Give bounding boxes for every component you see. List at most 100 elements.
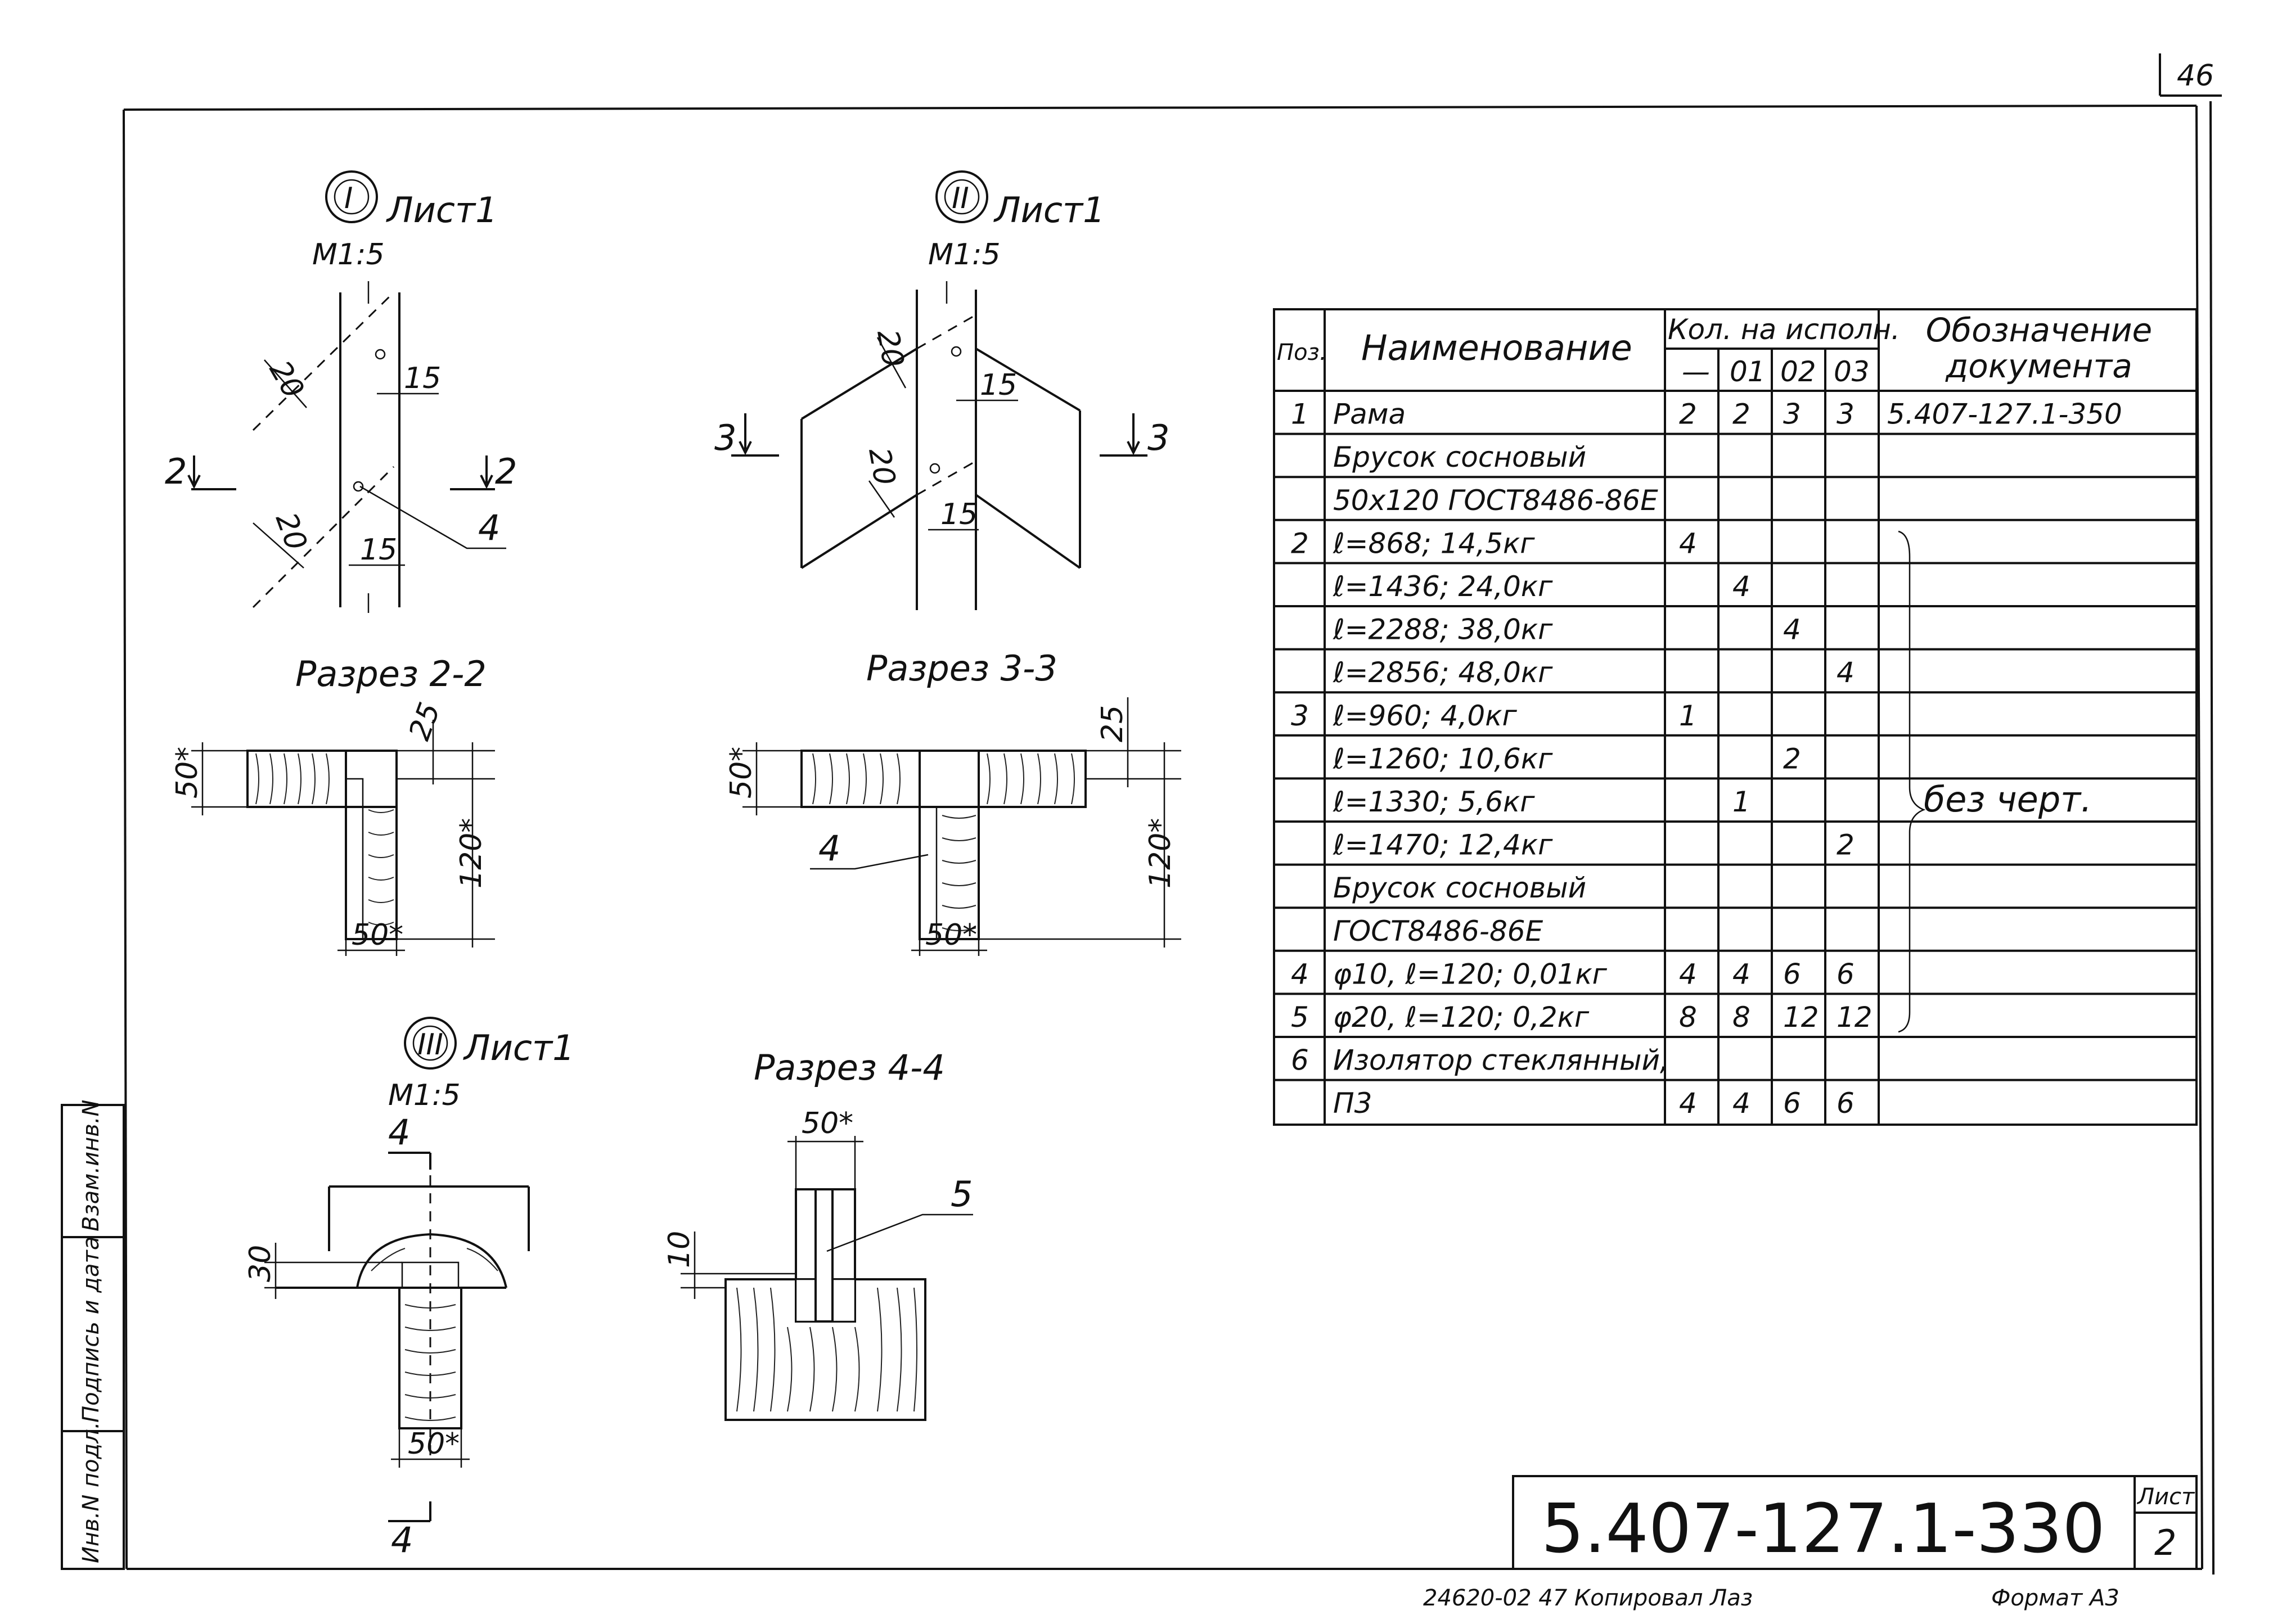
d2-dim-15a: 15 [980,368,1017,402]
page-number: 46 [2177,59,2214,93]
s33-dim-50-bottom: 50* [925,918,977,952]
d3-section-bottom: 4 [391,1519,413,1560]
row-qty-3: 4 [1837,656,1855,689]
s33-dim-25: 25 [1096,705,1129,742]
th-qty: Кол. на исполн. [1668,313,1900,346]
detail-1: I Лист1 М1:5 20 15 20 15 2 2 4 [165,170,517,613]
s44-dim-50: 50* [802,1107,853,1140]
row-qty-1: 4 [1732,1087,1750,1120]
row-name: ГОСТ8486-86Е [1333,915,1543,948]
row-qty-3: 6 [1837,1087,1855,1120]
row-pos: 5 [1291,1001,1309,1034]
row-qty-1: 1 [1732,786,1750,818]
s44-dim-10: 10 [663,1231,696,1268]
d2-dim-20b: 20 [862,445,902,488]
detail-3-scale: М1:5 [388,1079,461,1112]
doc-code: 5.407-127.1-330 [1541,1490,2105,1568]
section-2-2-title: Разрез 2-2 [295,653,487,694]
row-name: ℓ=1470; 12,4кг [1333,829,1553,861]
row-qty-1: 8 [1732,1001,1750,1034]
row-doc: 5.407-127.1-350 [1887,398,2122,431]
row-qty-0: 4 [1679,958,1697,990]
stamp-inv-podl: Инв.N подл. [78,1422,104,1563]
sheet-label: Лист [2136,1484,2195,1510]
row-qty-1: 2 [1732,398,1750,431]
d1-dim-20a: 20 [263,355,310,404]
s22-dim-50-left: 50* [170,747,204,799]
row-qty-3: 12 [1837,1001,1873,1034]
s33-callout: 4 [818,828,840,869]
row-name: Брусок сосновый [1333,441,1586,473]
section-3-3-title: Разрез 3-3 [866,648,1057,689]
row-pos: 2 [1291,527,1309,560]
detail-3-sheet: Лист1 [463,1027,575,1068]
row-qty-3: 6 [1837,958,1855,990]
row-name: φ10, ℓ=120; 0,01кг [1333,958,1608,990]
th-qty-col-2: 02 [1780,355,1816,388]
d3-dim-30: 30 [244,1245,277,1282]
row-name: ℓ=960; 4,0кг [1333,700,1517,732]
detail-1-sheet: Лист1 [386,190,498,231]
side-stamp: Инв.N подл. Подпись и дата Взам.инв.N [61,1100,125,1570]
detail-1-marker-circle [325,170,378,223]
row-qty-0: 4 [1679,527,1697,560]
section-4-4: Разрез 4-4 50* 10 5 [663,1047,973,1421]
detail-3: III Лист1 М1:5 4 4 30 50* [244,1017,575,1560]
row-name: ℓ=1260; 10,6кг [1333,742,1553,775]
row-name: φ20, ℓ=120; 0,2кг [1333,1001,1590,1034]
d2-section-right: 3 [1147,417,1169,458]
d1-section-left: 2 [165,451,187,492]
row-name: ℓ=1330; 5,6кг [1333,786,1535,818]
page-number-box: 46 [2159,53,2222,97]
detail-1-scale: М1:5 [312,238,385,272]
row-pos: 1 [1291,398,1309,431]
row-pos: 6 [1291,1044,1309,1077]
row-name: Изолятор стеклянный, [1333,1044,1669,1077]
d2-dim-20a: 20 [870,327,910,370]
d1-dim-15a: 15 [404,362,441,395]
stamp-vzam-inv: Взам.инв.N [78,1100,104,1231]
row-qty-2: 3 [1783,398,1801,431]
section-3-3: Разрез 3-3 50* 25 120* 50* 4 [724,648,1181,956]
detail-3-marker: III [417,1028,443,1062]
spec-table: Поз. Наименование Кол. на исполн. — 01 0… [1273,308,2198,1126]
row-name: Брусок сосновый [1333,872,1586,904]
row-qty-2: 4 [1783,613,1801,646]
detail-1-marker: I [344,182,353,215]
row-qty-3: 3 [1837,398,1855,431]
th-doc: Обозначение документа [1925,312,2153,385]
row-name: ℓ=1436; 24,0кг [1333,570,1553,603]
row-qty-1: 4 [1732,570,1750,603]
row-qty-0: 1 [1679,700,1697,732]
s44-callout: 5 [951,1174,973,1215]
d3-dim-50: 50* [408,1427,460,1461]
s22-dim-25: 25 [403,698,447,745]
footer-format: Формат А3 [1991,1585,2119,1611]
row-name: ℓ=2288; 38,0кг [1333,613,1553,646]
th-pos: Поз. [1277,340,1327,366]
row-qty-1: 4 [1732,958,1750,990]
row-qty-2: 12 [1783,1001,1819,1034]
row-pos: 4 [1291,958,1309,990]
detail-2: II Лист1 М1:5 20 15 20 15 3 3 [714,170,1169,610]
row-qty-3: 2 [1837,829,1855,861]
s33-dim-120: 120* [1144,818,1177,888]
row-qty-2: 2 [1783,742,1801,775]
row-name: П3 [1333,1087,1372,1120]
row-qty-0: 8 [1679,1001,1697,1034]
d3-section-top: 4 [388,1112,410,1153]
row-name: ℓ=868; 14,5кг [1333,527,1535,560]
s22-dim-50-bottom: 50* [352,918,403,952]
row-qty-2: 6 [1783,958,1801,990]
footer-copyist: 24620-02 47 Копировал Лаз [1423,1585,1753,1611]
d1-dim-15b: 15 [360,533,397,567]
row-name: Рама [1333,398,1406,431]
row-pos: 3 [1291,700,1309,732]
row-qty-0: 4 [1679,1087,1697,1120]
row-doc: без черт. [1924,779,2092,820]
detail-2-scale: М1:5 [928,238,1001,272]
row-qty-2: 6 [1783,1087,1801,1120]
th-qty-col-1: 01 [1730,355,1766,388]
d2-section-left: 3 [714,417,736,458]
